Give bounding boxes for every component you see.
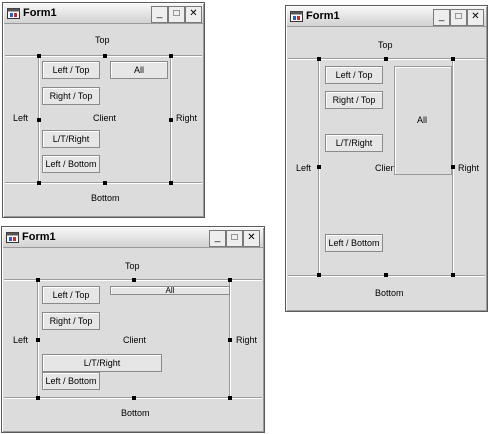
close-button[interactable]: ✕ (185, 6, 202, 23)
selection-handle[interactable] (317, 165, 321, 169)
left-top-button[interactable]: Left / Top (42, 61, 100, 79)
right-label: Right (458, 163, 480, 173)
all-button[interactable]: All (110, 286, 230, 295)
left-top-button[interactable]: Left / Top (325, 66, 383, 84)
client-label: Clien (375, 163, 396, 173)
lt-right-button[interactable]: L/T/Right (42, 130, 100, 148)
form1-window-3: Form1 _ □ ✕ Top Left Right Client Bottom… (1, 226, 265, 433)
close-button[interactable]: ✕ (467, 9, 484, 26)
selection-handle[interactable] (37, 181, 41, 185)
selection-handle[interactable] (317, 273, 321, 277)
selection-handle[interactable] (384, 57, 388, 61)
form-client-area: Top Left Right Client Bottom Left / Top … (4, 248, 262, 430)
selection-handle[interactable] (169, 181, 173, 185)
form-designer-icon (7, 8, 20, 19)
right-top-button[interactable]: Right / Top (42, 312, 100, 330)
left-label: Left (13, 335, 29, 345)
right-label: Right (236, 335, 258, 345)
selection-handle[interactable] (169, 118, 173, 122)
selection-handle[interactable] (103, 181, 107, 185)
close-button[interactable]: ✕ (243, 230, 260, 247)
all-label: All (417, 115, 428, 125)
form-designer-icon (6, 232, 19, 243)
left-label: Left (13, 113, 29, 123)
maximize-button[interactable]: □ (168, 6, 185, 23)
minimize-button[interactable]: _ (433, 9, 450, 26)
form1-window-2: Form1 _ □ ✕ Top Left Right Clien Bottom … (285, 5, 488, 312)
title-bar[interactable]: Form1 _ □ ✕ (3, 228, 263, 248)
form-client-area: Top Left Right Client Bottom Left / Top … (5, 24, 202, 215)
left-bottom-button[interactable]: Left / Bottom (42, 372, 100, 390)
lt-right-button[interactable]: L/T/Right (325, 134, 383, 152)
selection-handle[interactable] (384, 273, 388, 277)
selection-handle[interactable] (317, 57, 321, 61)
client-label: Client (93, 113, 117, 123)
selection-handle[interactable] (37, 118, 41, 122)
maximize-button[interactable]: □ (450, 9, 467, 26)
selection-handle[interactable] (132, 396, 136, 400)
selection-handle[interactable] (228, 338, 232, 342)
window-title: Form1 (306, 10, 340, 22)
title-bar[interactable]: Form1 _ □ ✕ (287, 7, 486, 27)
selection-handle[interactable] (228, 278, 232, 282)
lt-right-button[interactable]: L/T/Right (42, 354, 162, 372)
bottom-label: Bottom (375, 288, 404, 298)
right-top-button[interactable]: Right / Top (325, 91, 383, 109)
selection-handle[interactable] (36, 338, 40, 342)
minimize-button[interactable]: _ (151, 6, 168, 23)
selection-handle[interactable] (169, 54, 173, 58)
selection-handle[interactable] (37, 54, 41, 58)
client-label: Client (123, 335, 147, 345)
selection-handle[interactable] (451, 57, 455, 61)
window-title: Form1 (22, 231, 56, 243)
window-title: Form1 (23, 7, 57, 19)
left-label: Left (296, 163, 312, 173)
top-label: Top (378, 40, 393, 50)
selection-handle[interactable] (451, 273, 455, 277)
selection-handle[interactable] (228, 396, 232, 400)
right-label: Right (176, 113, 198, 123)
selection-handle[interactable] (132, 278, 136, 282)
left-bottom-button[interactable]: Left / Bottom (325, 234, 383, 252)
form-client-area: Top Left Right Clien Bottom Left / Top R… (288, 27, 485, 309)
top-label: Top (125, 261, 140, 271)
bottom-label: Bottom (121, 408, 150, 418)
selection-handle[interactable] (451, 165, 455, 169)
left-top-button[interactable]: Left / Top (42, 286, 100, 304)
top-label: Top (95, 35, 110, 45)
right-top-button[interactable]: Right / Top (42, 87, 100, 105)
selection-handle[interactable] (103, 54, 107, 58)
left-bottom-button[interactable]: Left / Bottom (42, 155, 100, 173)
form1-window-1: Form1 _ □ ✕ Top Left Right Client Bottom… (2, 2, 205, 218)
selection-handle[interactable] (36, 396, 40, 400)
bottom-label: Bottom (91, 193, 120, 203)
all-button[interactable]: All (110, 61, 168, 79)
selection-handle[interactable] (36, 278, 40, 282)
minimize-button[interactable]: _ (209, 230, 226, 247)
title-bar[interactable]: Form1 _ □ ✕ (4, 4, 203, 24)
form-designer-icon (290, 11, 303, 22)
all-panel[interactable]: All (394, 66, 452, 175)
maximize-button[interactable]: □ (226, 230, 243, 247)
